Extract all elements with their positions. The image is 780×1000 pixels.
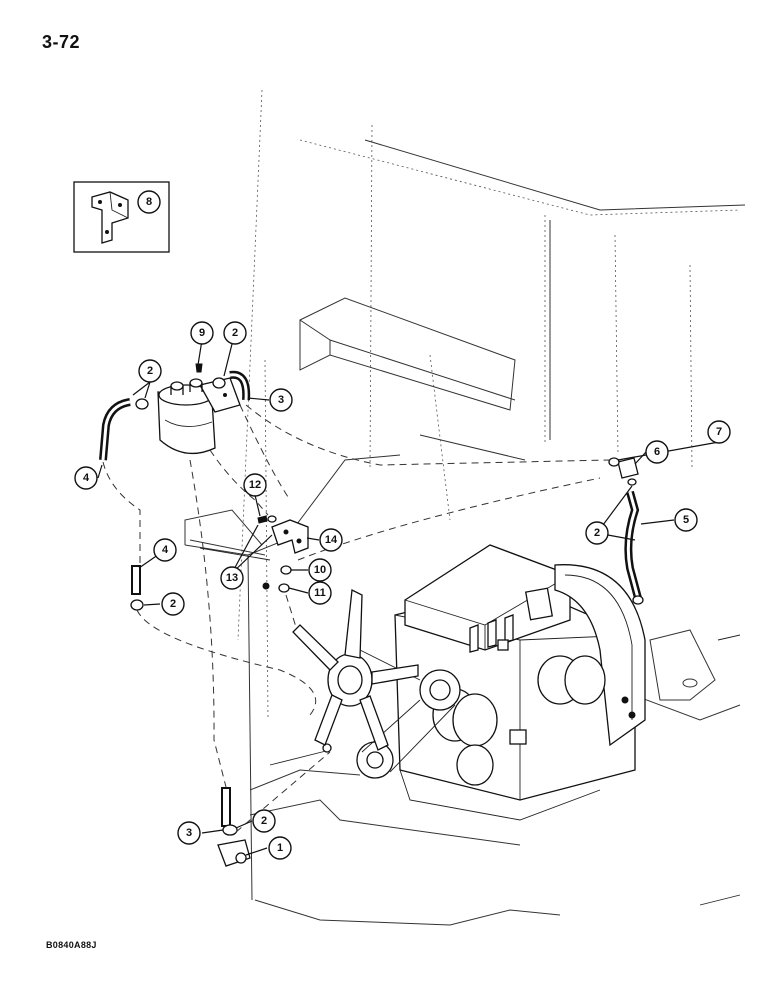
callout-8: 8 <box>137 190 161 214</box>
svg-text:2: 2 <box>594 527 600 539</box>
callout-13: 13 <box>220 566 244 590</box>
callout-9: 9 <box>190 321 214 345</box>
callout-11: 11 <box>308 581 332 605</box>
callout-3-lower: 3 <box>177 821 201 845</box>
callout-5: 5 <box>674 508 698 532</box>
callout-2-middle: 2 <box>161 592 185 616</box>
svg-text:3: 3 <box>186 827 192 839</box>
svg-text:4: 4 <box>83 472 90 484</box>
callout-1: 1 <box>268 836 292 860</box>
svg-text:6: 6 <box>654 446 660 458</box>
svg-text:8: 8 <box>146 196 152 208</box>
svg-text:3: 3 <box>278 394 284 406</box>
drawing-code: B0840A88J <box>46 940 97 950</box>
callout-7: 7 <box>707 420 731 444</box>
svg-text:12: 12 <box>249 479 261 491</box>
callout-2-filter-left: 2 <box>138 359 162 383</box>
callout-10: 10 <box>308 558 332 582</box>
svg-text:1: 1 <box>277 842 283 854</box>
machine-frame <box>184 89 746 926</box>
svg-text:11: 11 <box>314 587 326 599</box>
callout-14: 14 <box>319 528 343 552</box>
callout-6: 6 <box>645 440 669 464</box>
svg-text:4: 4 <box>162 544 169 556</box>
engine-fan <box>292 589 419 751</box>
svg-text:10: 10 <box>314 564 326 576</box>
svg-text:2: 2 <box>170 598 176 610</box>
callout-3-filter: 3 <box>269 388 293 412</box>
engine <box>292 544 646 821</box>
svg-text:13: 13 <box>226 572 238 584</box>
svg-text:2: 2 <box>147 365 153 377</box>
callout-2-lower: 2 <box>252 809 276 833</box>
svg-text:14: 14 <box>325 534 338 546</box>
fuel-filter <box>157 377 241 455</box>
svg-text:2: 2 <box>261 815 267 827</box>
callout-4-filter: 4 <box>74 466 98 490</box>
svg-text:5: 5 <box>683 514 689 526</box>
callout-2-filter-top: 2 <box>223 321 247 345</box>
callout-4-middle: 4 <box>153 538 177 562</box>
fuel-hoses <box>99 363 644 867</box>
page-number: 3-72 <box>42 32 81 52</box>
svg-text:7: 7 <box>716 426 722 438</box>
callout-12: 12 <box>243 473 267 497</box>
svg-text:9: 9 <box>199 327 205 339</box>
callout-2-right: 2 <box>585 521 609 545</box>
svg-text:2: 2 <box>232 327 238 339</box>
